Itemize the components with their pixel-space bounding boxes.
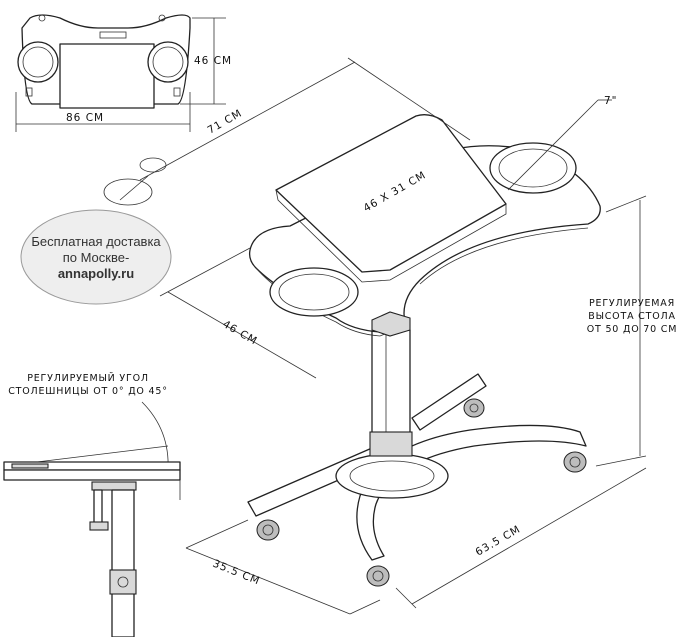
- leader-circle-large: [103, 178, 153, 206]
- top-view-clip-left: [25, 87, 33, 97]
- height-note-line1: РЕГУЛИРУЕМАЯ: [589, 298, 675, 309]
- side-view: [3, 401, 181, 637]
- label-cup-diameter: 7": [604, 95, 618, 107]
- column-outer: [371, 329, 411, 447]
- label-left-wing: 46 CM: [221, 318, 260, 347]
- side-screw: [93, 489, 103, 525]
- column-collar: [369, 431, 413, 457]
- angle-note-line2: СТОЛЕШНИЦЫ ОТ 0° ДО 45°: [8, 386, 168, 397]
- tray-bracket: [371, 311, 411, 337]
- promo-link[interactable]: annapolly.ru: [58, 266, 134, 281]
- label-base-left: 35.5 CM: [211, 558, 262, 588]
- top-view-tray: [59, 43, 155, 109]
- promo-line2: по Москве-: [63, 250, 130, 265]
- side-column: [111, 489, 135, 637]
- height-note-line3: ОТ 50 ДО 70 CM: [587, 324, 677, 335]
- top-view-slot: [99, 31, 127, 39]
- caster-right: [563, 451, 587, 473]
- label-table-depth: 71 CM: [206, 107, 245, 136]
- leader-circle-small: [139, 157, 167, 173]
- top-view-cup-right: [147, 41, 189, 83]
- top-view: [15, 14, 226, 132]
- label-base-right: 63.5 CM: [474, 523, 523, 558]
- top-view-cup-left-inner: [22, 46, 54, 78]
- top-view-knob-left: [38, 14, 46, 22]
- angle-note-line1: РЕГУЛИРУЕМЫЙ УГОЛ: [27, 372, 149, 384]
- label-top-width: 86 CM: [66, 112, 104, 124]
- top-view-knob-right: [158, 14, 166, 22]
- base-rear-bar: [411, 373, 487, 431]
- caster-rear: [463, 398, 485, 418]
- label-top-depth: 46 CM: [194, 55, 232, 67]
- promo-badge[interactable]: [20, 209, 172, 305]
- cup-holder-right: [489, 142, 577, 194]
- laptop-tray: [275, 114, 507, 273]
- cup-holder-left: [269, 267, 359, 317]
- main-table: [247, 114, 601, 587]
- top-view-clip-right: [173, 87, 181, 97]
- main-dimension-lines: [119, 57, 647, 615]
- side-bracket: [91, 481, 137, 491]
- height-note-line2: ВЫСОТА СТОЛА: [588, 311, 676, 322]
- tilt-arc: [141, 401, 169, 471]
- caster-front: [366, 565, 390, 587]
- caster-front-left: [256, 519, 280, 541]
- side-top: [3, 469, 181, 481]
- top-view-cup-right-inner: [152, 46, 184, 78]
- promo-line1: Бесплатная доставка: [31, 234, 161, 249]
- top-view-cup-left: [17, 41, 59, 83]
